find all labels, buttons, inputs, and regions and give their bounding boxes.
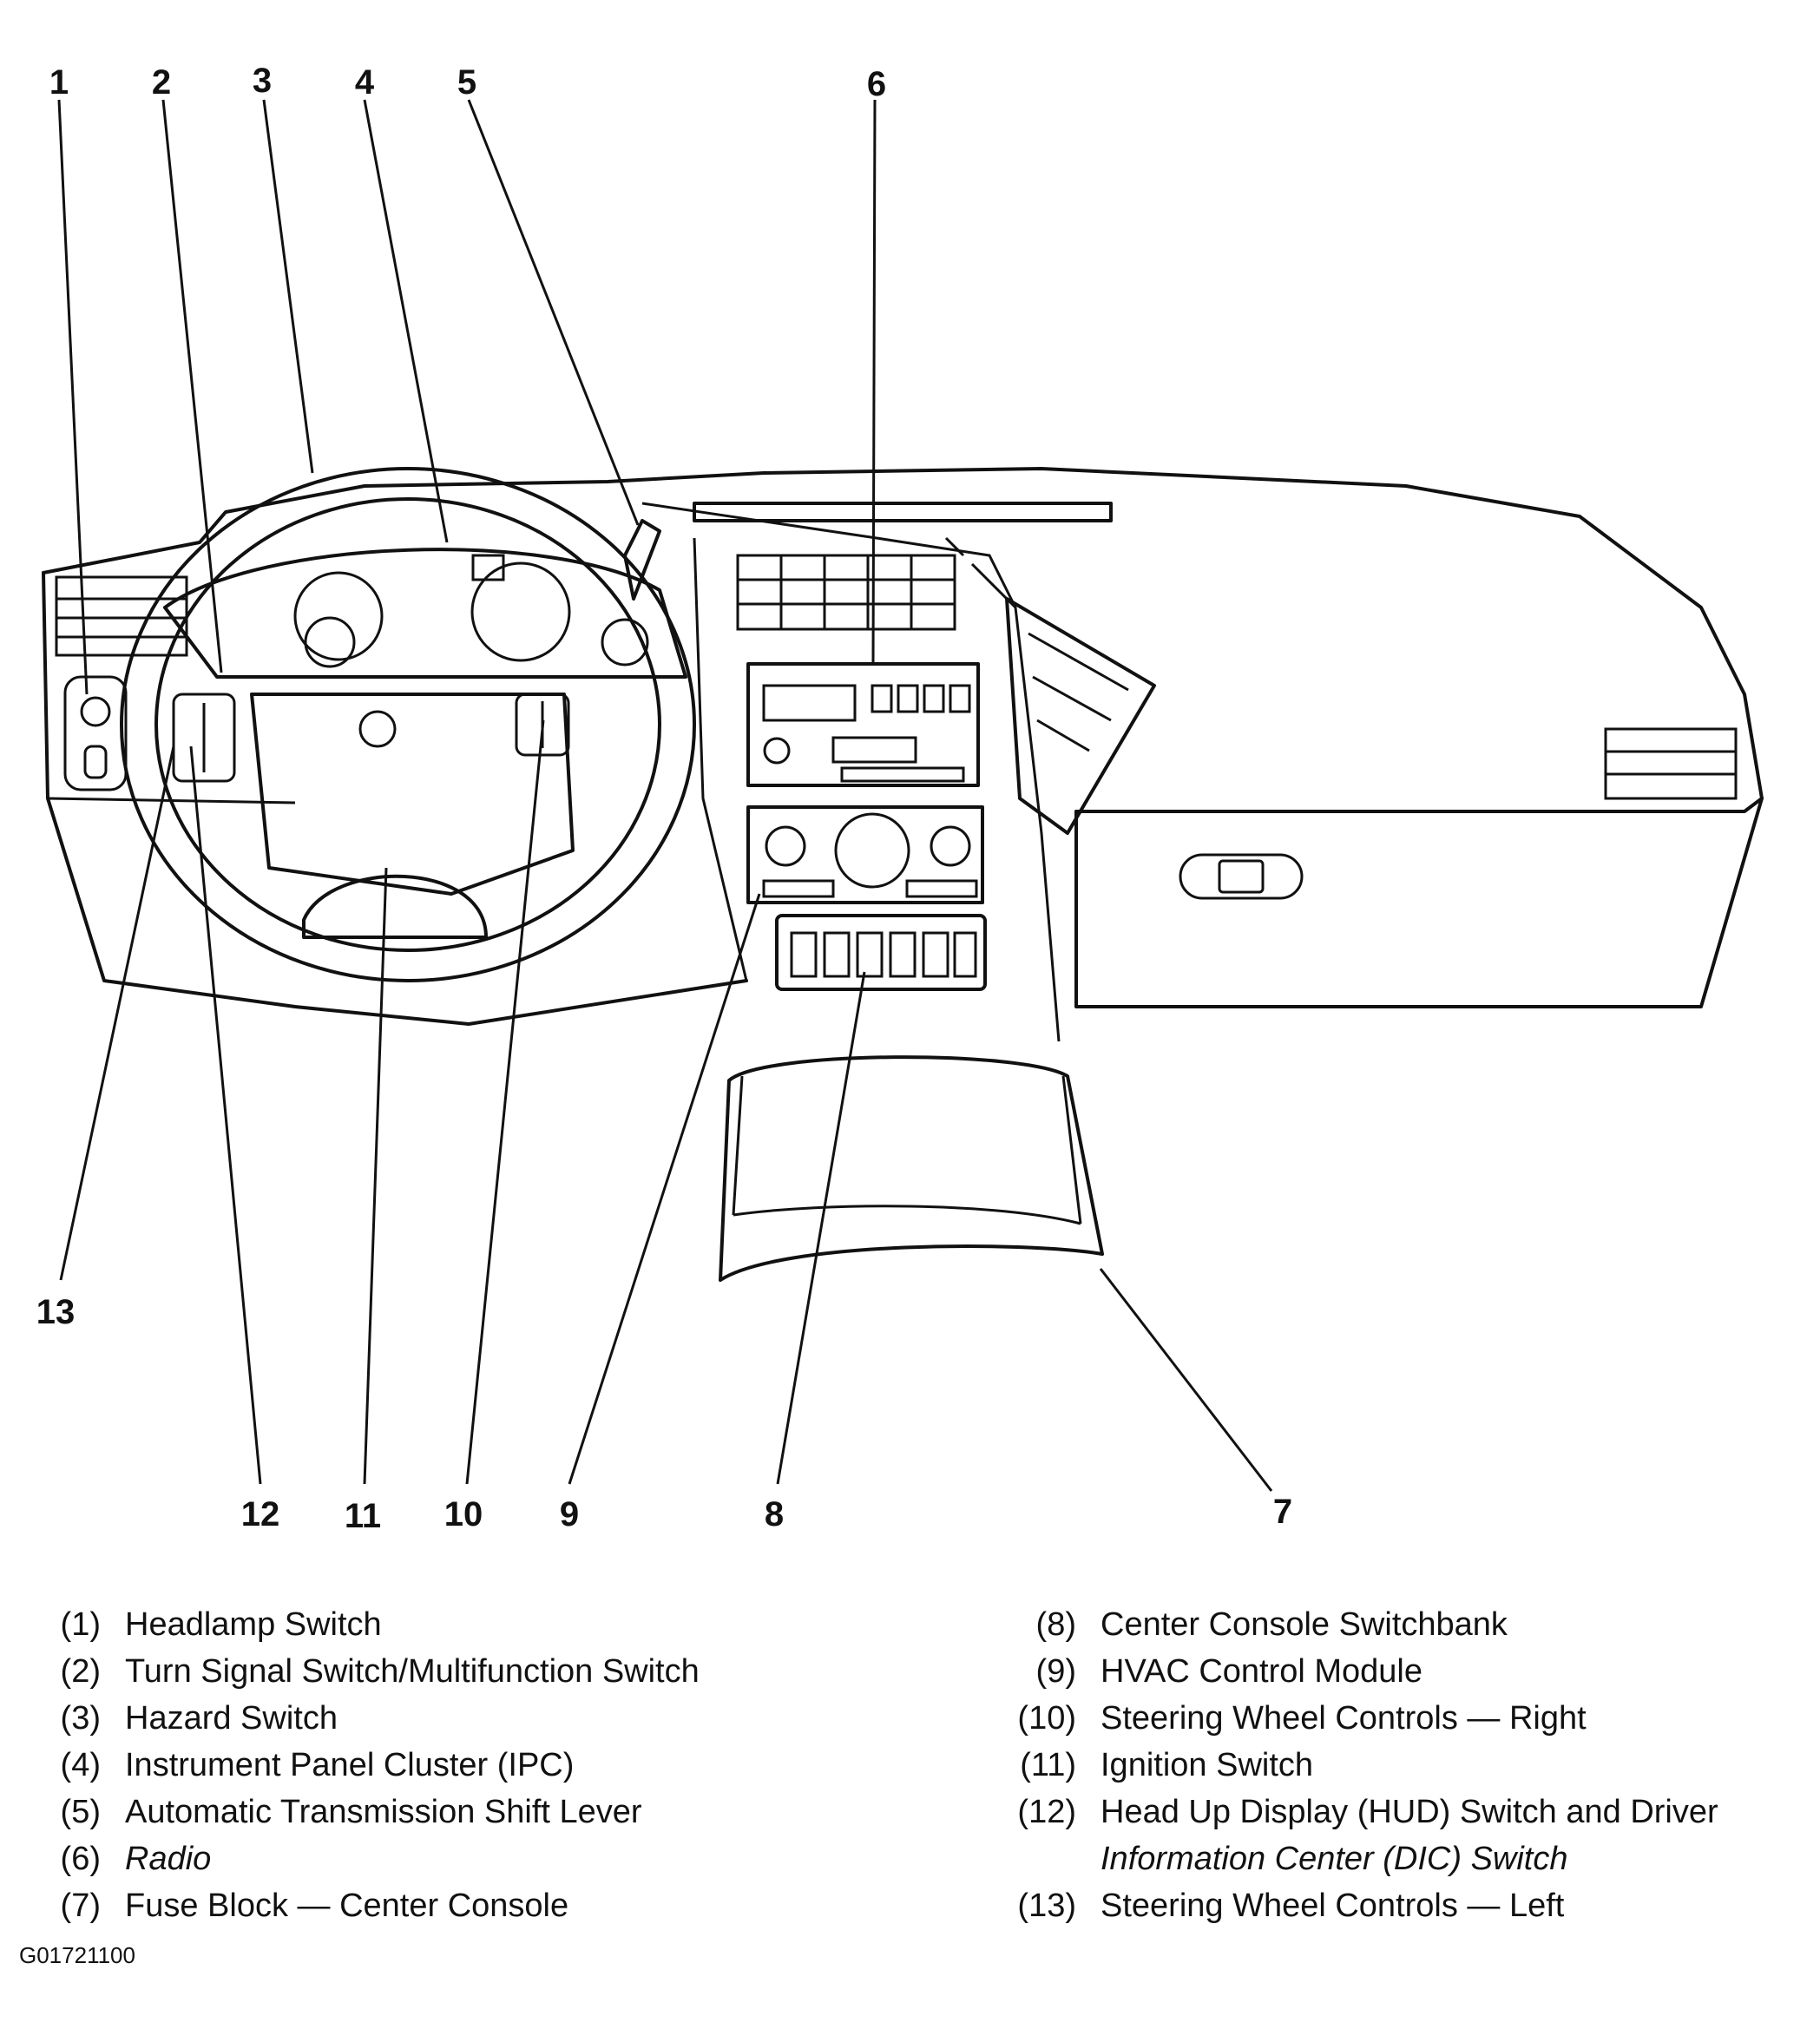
legend-label: Head Up Display (HUD) Switch and Driver — [1101, 1794, 1718, 1830]
legend-label: HVAC Control Module — [1101, 1653, 1423, 1690]
legend-item-continuation: Information Center (DIC) Switch — [1007, 1835, 1718, 1882]
callout-7: 7 — [1273, 1493, 1292, 1531]
legend-number: (8) — [1035, 1606, 1076, 1643]
legend-number: (9) — [1035, 1653, 1076, 1690]
callout-numbers: 1 2 3 4 5 6 7 8 9 10 11 12 13 — [36, 62, 1292, 1535]
center-vent — [736, 554, 956, 631]
steering-wheel — [120, 467, 696, 982]
legend-label: Turn Signal Switch/Multifunction Switch — [125, 1653, 700, 1690]
legend-label: Center Console Switchbank — [1101, 1606, 1508, 1643]
callout-9: 9 — [560, 1495, 579, 1533]
legend-number: (1) — [60, 1606, 101, 1643]
callout-8: 8 — [765, 1495, 784, 1533]
console-switchbank — [775, 914, 987, 991]
callout-11: 11 — [345, 1497, 381, 1535]
figure-id: G01721100 — [19, 1942, 135, 1968]
legend-label: Automatic Transmission Shift Lever — [125, 1794, 642, 1830]
legend-number: (12) — [1017, 1794, 1076, 1830]
legend-item: (6) Radio — [52, 1835, 700, 1882]
legend-label: Radio — [125, 1841, 212, 1877]
legend-item: (11) Ignition Switch — [1007, 1742, 1718, 1789]
legend-item: (12) Head Up Display (HUD) Switch and Dri… — [1007, 1789, 1718, 1835]
callout-10: 10 — [444, 1495, 483, 1533]
callout-1: 1 — [49, 63, 69, 102]
legend-item: (5) Automatic Transmission Shift Lever — [52, 1789, 700, 1835]
legend-label: Ignition Switch — [1101, 1747, 1314, 1783]
right-vent — [1005, 597, 1738, 835]
center-console — [719, 1055, 1104, 1282]
headlamp-switch — [63, 675, 128, 791]
left-vent — [55, 575, 188, 657]
legend-number: (13) — [1017, 1888, 1076, 1924]
glovebox-latch — [1179, 853, 1304, 900]
legend-label: Steering Wheel Controls — Left — [1101, 1888, 1565, 1924]
legend-number: (7) — [60, 1888, 101, 1924]
legend-item: (4) Instrument Panel Cluster (IPC) — [52, 1742, 700, 1789]
legend-item: (2) Turn Signal Switch/Multifunction Swit… — [52, 1648, 700, 1695]
legend-item: (8) Center Console Switchbank — [1007, 1601, 1718, 1648]
callout-4: 4 — [355, 63, 375, 102]
legend-label: Hazard Switch — [125, 1700, 338, 1737]
legend-number: (10) — [1017, 1700, 1076, 1737]
legend-label: Fuse Block — Center Console — [125, 1888, 569, 1924]
legend-item: (3) Hazard Switch — [52, 1695, 700, 1742]
legend-item: (10) Steering Wheel Controls — Right — [1007, 1695, 1718, 1742]
callout-12: 12 — [241, 1495, 280, 1533]
legend-number: (3) — [60, 1700, 101, 1737]
radio — [746, 662, 980, 787]
legend-label: Steering Wheel Controls — Right — [1101, 1700, 1587, 1737]
callout-2: 2 — [152, 63, 171, 102]
legend-label: Headlamp Switch — [125, 1606, 382, 1643]
legend-item: (9) HVAC Control Module — [1007, 1648, 1718, 1695]
legend-number: (2) — [60, 1653, 101, 1690]
dashboard-diagram: 1 2 3 4 5 6 7 8 9 10 11 12 13 — [36, 62, 1764, 1535]
legend-label: Instrument Panel Cluster (IPC) — [125, 1747, 575, 1783]
legend-item: (7) Fuse Block — Center Console — [52, 1882, 700, 1929]
callout-5: 5 — [457, 63, 476, 102]
legend-item: (1) Headlamp Switch — [52, 1601, 700, 1648]
legend-right: (8) Center Console Switchbank (9) HVAC Con… — [1007, 1601, 1718, 1929]
callout-lines — [57, 99, 1273, 1492]
legend-item: (13) Steering Wheel Controls — Left — [1007, 1882, 1718, 1929]
callout-6: 6 — [867, 65, 886, 103]
legend-number: (6) — [60, 1841, 101, 1877]
legend-label-continuation: Information Center (DIC) Switch — [1101, 1841, 1568, 1877]
legend-left: (1) Headlamp Switch (2) Turn Signal Switch… — [52, 1601, 700, 1929]
legend-number: (4) — [60, 1747, 101, 1783]
callout-3: 3 — [253, 62, 272, 100]
shift-lever — [623, 519, 661, 601]
legend-number: (5) — [60, 1794, 101, 1830]
hvac-module — [746, 805, 984, 904]
instrument-cluster — [163, 548, 687, 679]
callout-13: 13 — [36, 1293, 76, 1331]
legend-number: (11) — [1020, 1747, 1076, 1783]
